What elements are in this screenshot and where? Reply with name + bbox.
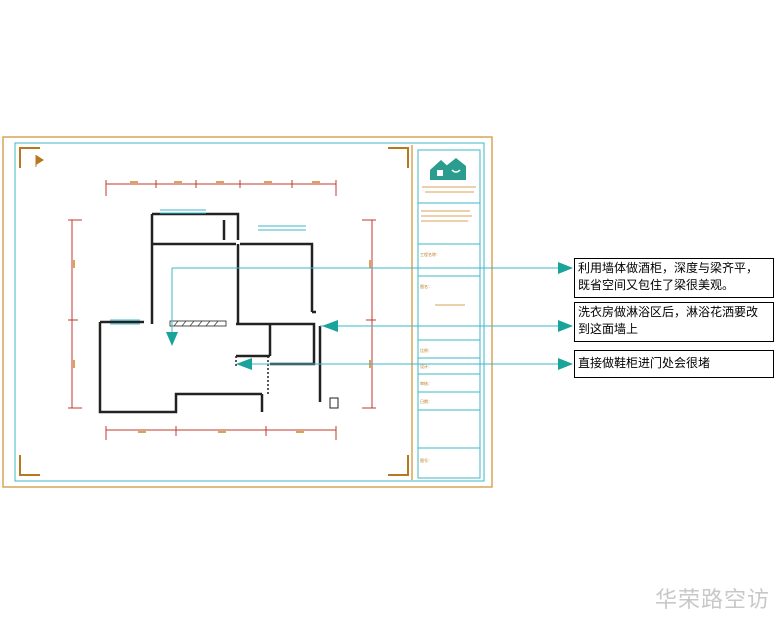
title-block-labels: 工程名称： 图名： 比例： 设计： 审核： 日期： 图号：: [420, 251, 440, 463]
callout-laundry-shower-line-1: 洗衣房做淋浴区后，淋浴花洒要改: [578, 305, 759, 319]
arrowhead-wine-cabinet-icon: [558, 262, 573, 274]
title-label-project: 工程名称：: [420, 251, 440, 257]
title-label-date: 日期：: [420, 398, 432, 404]
callout-shoe-cabinet-line-1: 直接做鞋柜进门处会很堵: [578, 356, 711, 370]
watermark: 华荣路空访: [654, 588, 770, 613]
callout-wine-cabinet: 利用墙体做酒柜，深度与梁齐平， 既省空间又包住了梁很美观。: [574, 258, 774, 298]
callout-shoe-cabinet: 直接做鞋柜进门处会很堵: [574, 350, 774, 378]
company-logo-icon: [430, 158, 466, 180]
title-block: [411, 145, 481, 480]
callout-laundry-shower: 洗衣房做淋浴区后，淋浴花洒要改 到这面墙上: [574, 302, 774, 342]
annotation-lines: [171, 267, 560, 365]
floor-plan-walls: [98, 212, 322, 414]
callout-wine-cabinet-line-2: 既省空间又包住了梁很美观。: [578, 278, 735, 292]
sheet-inner-frame: [14, 142, 485, 482]
arrowhead-shoe-right-icon: [558, 358, 573, 370]
arrowhead-shower-right-icon: [558, 320, 573, 332]
arrowhead-wall-icon: [166, 332, 178, 346]
dimension-tick-marks: [73, 181, 371, 433]
title-label-number: 图号：: [420, 457, 432, 463]
callout-wine-cabinet-line-1: 利用墙体做酒柜，深度与梁齐平，: [578, 261, 759, 275]
dimension-lines: [68, 180, 376, 440]
hatched-wall: [169, 320, 227, 327]
title-label-design: 设计：: [420, 363, 432, 369]
title-label-review: 审核：: [420, 380, 432, 386]
windows: [110, 209, 306, 325]
corner-marks: [19, 147, 409, 476]
title-label-drawing: 图名：: [420, 283, 432, 289]
arrowhead-entry-icon: [236, 358, 252, 370]
sheet-outer-frame: [2, 136, 493, 488]
arrowhead-shower-left-icon: [322, 320, 338, 332]
north-arrow-icon: [35, 155, 44, 167]
annotation-arrowheads: [166, 262, 573, 370]
title-label-scale: 比例：: [420, 347, 432, 353]
washer-fixture: [329, 397, 339, 409]
callout-laundry-shower-line-2: 到这面墙上: [578, 322, 639, 336]
